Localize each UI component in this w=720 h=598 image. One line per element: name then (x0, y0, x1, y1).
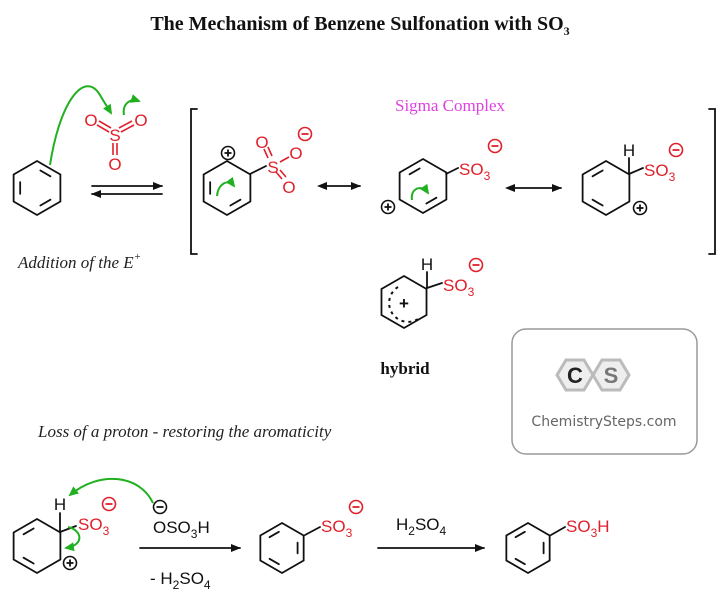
right-bracket (708, 108, 716, 255)
minus-charge-icon (101, 496, 117, 512)
double-bond (514, 557, 526, 566)
logo-site-text: ChemistrySteps.com (531, 414, 676, 430)
benzenesulfonate-ring (259, 521, 305, 575)
ring-bonds (12, 159, 62, 217)
minus-charge-icon (348, 499, 364, 515)
sulfonate-label: SO3 (644, 161, 676, 184)
minus-charge-icon (468, 257, 484, 273)
double-bond (268, 530, 280, 539)
ring-bonds (581, 159, 631, 217)
logo-letter-s: S (604, 363, 619, 388)
bond (628, 167, 644, 175)
minus-charge-icon (668, 142, 684, 158)
curved-arrow-icon (216, 176, 236, 197)
minus-charge-icon (297, 126, 313, 142)
sulfonate-label: SO3 (443, 276, 475, 299)
hydrogen-atom: H (421, 255, 433, 274)
plus-charge-icon (632, 200, 648, 216)
oxygen-atom: O (84, 111, 97, 130)
curved-arrow-icon (68, 477, 154, 504)
oxygen-atom: O (255, 133, 268, 152)
bond (426, 282, 443, 289)
ring-bonds (202, 159, 252, 217)
double-bond (22, 556, 35, 565)
sigma-complex-ring (202, 159, 252, 217)
oxygen-atom: O (289, 144, 302, 163)
minus-charge-icon (487, 138, 503, 154)
bond (550, 526, 566, 536)
sulfonate-label: SO3 (78, 515, 110, 538)
double-bond (39, 169, 52, 178)
sulfonate-label: SO3 (321, 517, 353, 540)
sulfonic-acid-label: SO3H (566, 517, 610, 540)
sulfonate-group: S O O O (249, 133, 303, 197)
page-title: The Mechanism of Benzene Sulfonation wit… (150, 13, 569, 38)
loss-of-proton-label: Loss of a proton - restoring the aromati… (37, 422, 332, 441)
plus-charge-icon (62, 555, 78, 571)
minus-charge-icon (152, 499, 168, 515)
plus-charge: + (399, 294, 409, 313)
bond (59, 525, 77, 533)
ring-bonds (505, 521, 551, 575)
sulfur-atom: S (267, 158, 278, 177)
ring-bonds (380, 274, 428, 330)
sulfonate-label: SO3 (459, 160, 491, 183)
curved-arrow-icon (64, 526, 81, 552)
benzenesulfonic-acid-ring (505, 521, 551, 575)
double-bond (591, 169, 604, 178)
double-bond (39, 198, 52, 207)
curved-arrow-icon (410, 183, 430, 201)
double-bond (268, 557, 280, 566)
double-bond (514, 530, 526, 539)
ring-bonds (398, 157, 448, 215)
plus-charge-icon (380, 199, 396, 215)
bond (304, 526, 321, 536)
sulfur-trioxide: S O O O (84, 111, 147, 174)
bond (445, 167, 459, 175)
delocalized-charge-arc (388, 286, 419, 323)
ring-bonds (259, 521, 305, 575)
bisulfate-label: OSO3H (153, 518, 210, 541)
reagent-label: H2SO4 (396, 515, 447, 538)
double-bond (229, 198, 242, 207)
curved-arrow-icon (122, 94, 141, 116)
logo-letter-c: C (567, 363, 583, 388)
oxygen-atom: O (108, 155, 121, 174)
hydrogen-atom: H (54, 495, 66, 514)
double-bond (22, 527, 35, 536)
sigma-complex-label: Sigma Complex (395, 96, 506, 115)
sigma-complex-ring (12, 517, 62, 575)
curved-arrow-icon (49, 85, 113, 166)
hybrid-label: hybrid (380, 359, 430, 378)
double-bond (591, 198, 604, 207)
addition-label: Addition of the E+ (17, 251, 141, 272)
double-bond (425, 196, 438, 205)
sulfur-atom: S (109, 126, 120, 145)
chemistrysteps-logo: C S ChemistrySteps.com (511, 328, 698, 455)
benzene-ring (12, 159, 62, 217)
left-bracket (190, 108, 198, 255)
plus-charge-icon (220, 145, 236, 161)
double-bond (408, 167, 421, 176)
sigma-complex-ring (581, 159, 631, 217)
oxygen-atom: O (134, 111, 147, 130)
oxygen-atom: O (282, 178, 295, 197)
ring-bonds (12, 517, 62, 575)
sigma-complex-ring (398, 157, 448, 215)
hydrogen-atom: H (623, 141, 635, 160)
byproduct-label: - H2SO4 (150, 569, 211, 592)
hybrid-ring (380, 274, 428, 330)
